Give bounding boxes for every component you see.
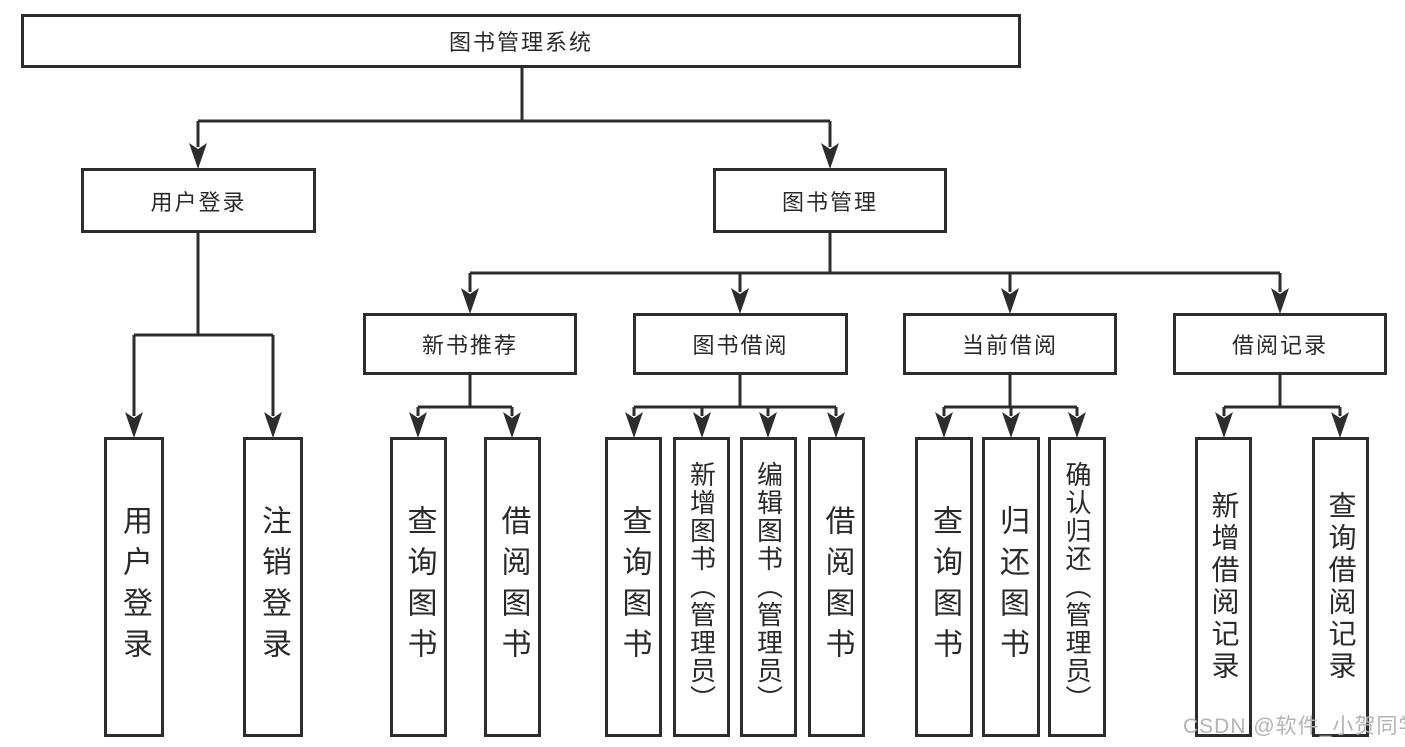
connector-new-book-recommend [416, 375, 514, 416]
leaf-label: 借阅图书 [820, 505, 854, 669]
node-label: 当前借阅 [961, 333, 1058, 358]
node-label: 新书推荐 [421, 333, 518, 358]
connector-user-login [132, 233, 275, 416]
leaf-label: 确认归还（管理员） [1062, 461, 1092, 713]
leaf-label: 注销登录 [257, 505, 290, 669]
leaf-borrow-books-borrowing: 借阅图书 [808, 437, 865, 737]
node-library-management-system: 图书管理系统 [21, 14, 1021, 68]
leaf-add-book-admin: 新增图书（管理员） [673, 437, 730, 737]
node-borrow-records: 借阅记录 [1173, 313, 1387, 375]
leaf-label: 查询图书 [928, 505, 961, 669]
csdn-watermark: CSDN @软件_小贺同学 [1183, 715, 1405, 738]
leaf-logout: 注销登录 [243, 437, 303, 737]
node-label: 图书管理 [781, 189, 878, 215]
leaf-query-books-recommend: 查询图书 [390, 437, 447, 737]
leaf-query-books-borrowing: 查询图书 [605, 437, 662, 737]
leaf-borrow-books-recommend: 借阅图书 [484, 437, 541, 737]
node-new-book-recommend: 新书推荐 [363, 313, 577, 375]
leaf-label: 归还图书 [995, 505, 1028, 669]
node-current-borrowing: 当前借阅 [903, 313, 1117, 375]
leaf-label: 新增借阅记录 [1208, 491, 1240, 683]
root-label: 图书管理系统 [448, 30, 593, 55]
leaf-confirm-return-admin: 确认归还（管理员） [1048, 437, 1106, 737]
leaf-label: 借阅图书 [496, 505, 530, 669]
node-label: 借阅记录 [1231, 333, 1328, 358]
connector-borrow-records [1222, 375, 1342, 416]
leaf-user-login: 用户登录 [104, 437, 164, 737]
leaf-add-borrow-record: 新增借阅记录 [1195, 437, 1252, 737]
leaf-label: 用户登录 [118, 505, 151, 669]
leaf-label: 查询图书 [617, 505, 651, 669]
node-label: 图书借阅 [692, 333, 789, 358]
leaf-label: 新增图书（管理员） [686, 461, 717, 713]
leaf-edit-book-admin: 编辑图书（管理员） [740, 437, 797, 737]
connector-book-borrowing [632, 375, 838, 416]
node-book-management: 图书管理 [713, 168, 947, 233]
connector-book-management [468, 233, 1282, 292]
leaf-return-book: 归还图书 [982, 437, 1040, 737]
node-user-login: 用户登录 [81, 168, 316, 233]
node-book-borrowing: 图书借阅 [633, 313, 848, 375]
connector-current-borrowing [942, 375, 1079, 416]
leaf-label: 查询图书 [402, 505, 436, 669]
leaf-label: 编辑图书（管理员） [753, 461, 784, 713]
leaf-query-borrow-record: 查询借阅记录 [1312, 437, 1369, 737]
leaf-label: 查询借阅记录 [1325, 491, 1357, 683]
leaf-query-books-current: 查询图书 [915, 437, 973, 737]
connector-root [196, 68, 832, 147]
node-label: 用户登录 [150, 189, 247, 215]
